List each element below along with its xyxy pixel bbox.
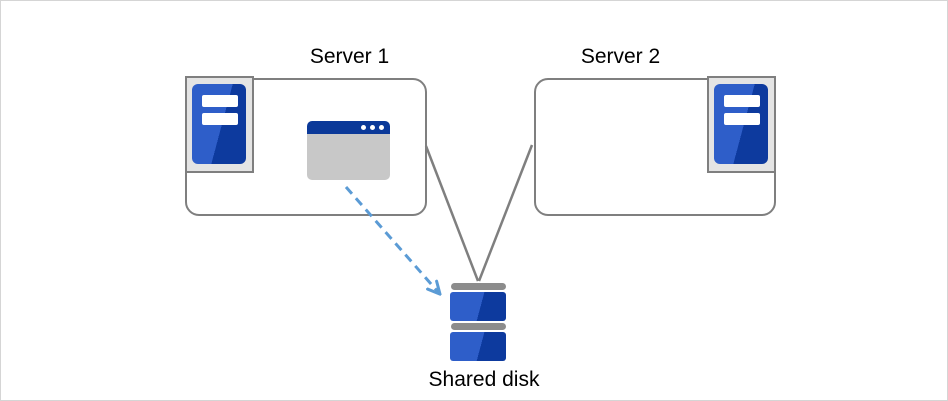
- server-tower-body: [192, 84, 246, 164]
- app-window-body: [307, 134, 390, 180]
- server2-label: Server 2: [580, 45, 661, 68]
- shared-disk-label: Shared disk: [428, 368, 540, 391]
- server-tower-icon: [185, 76, 254, 173]
- server-tower-body: [714, 84, 768, 164]
- server-slot: [724, 95, 760, 107]
- server-tower-icon: [707, 76, 776, 173]
- titlebar-dot-icon: [370, 125, 375, 130]
- disk-cap: [450, 283, 506, 290]
- titlebar-dot-icon: [379, 125, 384, 130]
- disk-unit: [450, 323, 506, 361]
- server-slot: [724, 113, 760, 125]
- titlebar-dot-icon: [361, 125, 366, 130]
- server2-to-disk-line: [477, 144, 534, 282]
- server-slot: [202, 113, 238, 125]
- app-window-titlebar: [307, 121, 390, 134]
- disk-body: [450, 292, 506, 321]
- disk-stack-icon: [450, 283, 506, 361]
- server-slot: [202, 95, 238, 107]
- app-window-icon: [307, 121, 390, 180]
- disk-cap: [450, 323, 506, 330]
- server1-label: Server 1: [309, 45, 390, 68]
- disk-unit: [450, 283, 506, 321]
- server1-to-disk-line: [424, 145, 480, 282]
- disk-body: [450, 332, 506, 361]
